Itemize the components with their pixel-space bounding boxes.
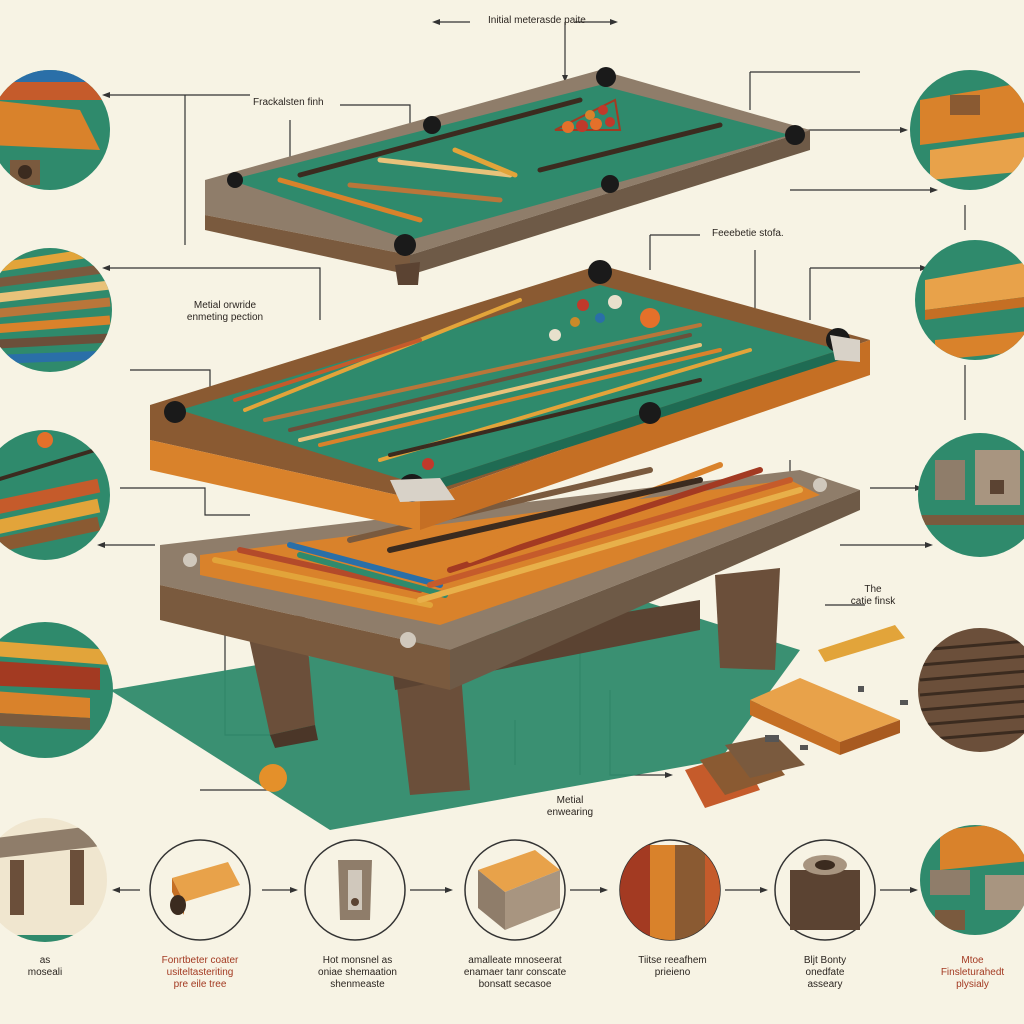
- exploded-parts: [685, 625, 908, 808]
- bolt-nut-icon: [774, 839, 876, 941]
- middle-playfield: [150, 260, 870, 530]
- bottom-label-4: amalleate mnoseerat enamaer tanr conscat…: [463, 955, 567, 990]
- frame-bench-icon: [0, 818, 107, 942]
- label-frame: Frackalsten finh: [253, 97, 324, 108]
- ball-cue-icon: [0, 430, 110, 560]
- cue-ball-floor: [259, 764, 287, 792]
- textured-cushion-icon: [918, 628, 1024, 752]
- assembly-icon: [920, 825, 1024, 935]
- table-base: [160, 462, 860, 795]
- bottom-label-2: Fonrtbeter coater usiteltasteriting pre …: [161, 955, 239, 990]
- bottom-label-7: Mtoe Finsleturahedt plysialy: [940, 955, 1005, 990]
- cylinder-block-icon: [149, 839, 251, 941]
- label-right-upper: Feeebetie stofa.: [712, 228, 784, 239]
- triangle-rack: [554, 98, 622, 133]
- bottom-label-5: Tiitse reeafhem prieieno: [638, 955, 707, 978]
- hinge-bracket-icon: [304, 839, 406, 941]
- rail-profile-icon: [0, 622, 113, 758]
- corner-joint-icon: [910, 70, 1024, 190]
- plank-icon: [915, 240, 1024, 360]
- top-frame: [205, 67, 810, 285]
- wood-stack-icon: [619, 839, 721, 941]
- bottom-label-1: as moseali: [27, 955, 63, 978]
- bottom-label-3: Hot monsnel as oniae shemaation shenmeas…: [318, 955, 397, 990]
- label-model-center: Metial enwearing: [546, 795, 594, 818]
- bracket-icon: [918, 433, 1024, 557]
- label-model-left: Metial orwride enmeting pection: [186, 300, 264, 323]
- bottom-label-6: Bljt Bonty onedfate asseary: [803, 955, 847, 990]
- rail-joint-icon: [0, 70, 110, 190]
- cue-bundle-icon: [0, 248, 112, 372]
- label-small-right-title: The catie finsk: [850, 584, 896, 607]
- box-joint-icon: [464, 839, 566, 941]
- label-top-header: Initial meterasde paite: [488, 15, 586, 26]
- callout-arrowheads: [97, 19, 938, 893]
